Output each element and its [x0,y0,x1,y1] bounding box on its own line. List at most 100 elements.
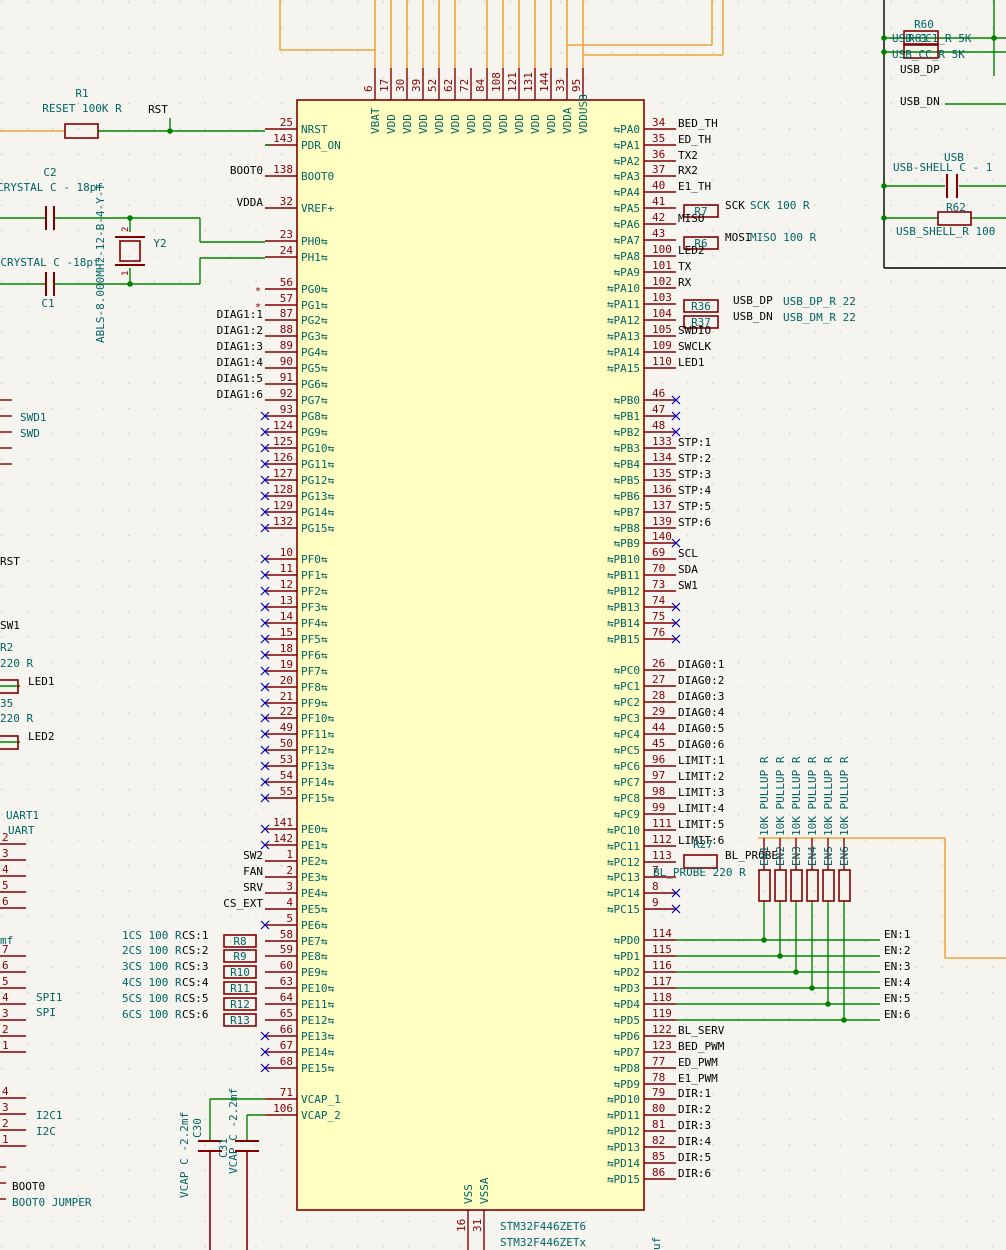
pin-name: ⇆PA9 [614,266,641,279]
connector-pin-number: 7 [2,943,9,956]
no-connect-marker [671,618,681,628]
net-label: DIAG0:2 [678,674,724,687]
cs-ref: R11 [230,982,250,995]
pin-number: 54 [280,769,294,782]
pin-name: VDD [385,114,398,134]
y2-value: ABLS-8.000MHz-12-B-4-Y-T [94,184,107,343]
no-connect-stroke [260,666,270,676]
r1-value: RESET 100K R [42,102,122,115]
pin-number: 6 [362,85,375,92]
pin-name: PG1⇆ [301,299,328,312]
no-connect-marker [260,793,270,803]
pin-marker: * [255,302,261,313]
net-label: DIAG0:5 [678,722,724,735]
pullup-ref: EN1 [758,846,771,866]
pin-number: 5 [286,912,293,925]
pin-number: 30 [394,79,407,92]
c31-value: VCAP C -2.2mf [227,1088,240,1174]
pullup-ref: EN5 [822,846,835,866]
crystal-pin-number: 1 [121,271,131,276]
pin-name: PF15⇆ [301,792,334,805]
left-edge-label: UART1 [6,809,39,822]
net-label: MISO [678,212,705,225]
resistor-spi [683,236,719,250]
left-edge-label: BOOT0 [12,1180,45,1193]
pin-number: 100 [652,243,672,256]
net-label: TX [678,260,692,273]
resistor-r62 [937,211,972,226]
pin-number: 126 [273,451,293,464]
pin-name: PG5⇆ [301,362,328,375]
left-edge-label: SPI [36,1006,56,1019]
pin-number: 48 [652,419,665,432]
pin-number: 89 [280,339,293,352]
cs-value: 3CS 100 R [122,960,182,973]
junction-dot [127,215,133,221]
resistor-pullup [774,869,787,902]
net-label: DIAG1:2 [217,324,263,337]
spi-value: MISO 100 R [750,231,817,244]
pin-name: PE12⇆ [301,1014,334,1027]
pin-number: 47 [652,403,665,416]
y2-ref: Y2 [153,237,166,250]
pin-number: 98 [652,785,665,798]
pin-number: 124 [273,419,293,432]
mcu-symbol[interactable] [296,99,645,1211]
pin-number: 76 [652,626,665,639]
net-label: LED2 [678,244,705,257]
pin-number: 65 [280,1007,293,1020]
resistor-pullup [806,869,819,902]
connector-pin-number: 4 [2,863,9,876]
pin-number: 109 [652,339,672,352]
pin-number: 136 [652,483,672,496]
resistor-pullup [838,869,851,902]
pin-name: ⇆PC7 [614,776,641,789]
pin-number: 127 [273,467,293,480]
pin-name: ⇆PB6 [614,490,641,503]
spi-value: SCK 100 R [750,199,810,212]
no-connect-stroke [260,427,270,437]
pin-name: PF12⇆ [301,744,334,757]
pin-name: ⇆PA10 [607,282,640,295]
usb-cc1-value: USB_CC1_R 5K [892,32,972,45]
no-connect-marker [260,840,270,850]
pin-number: 84 [474,78,487,92]
pin-name: VDD [449,114,462,134]
left-edge-label: SWD1 [20,411,47,424]
pin-name: ⇆PC3 [614,712,641,725]
pin-number: 144 [538,72,551,92]
pin-name: ⇆PC2 [614,696,641,709]
pin-name: ⇆PB3 [614,442,641,455]
pin-number: 66 [280,1023,293,1036]
pullup-ref: EN2 [774,846,787,866]
connector-pin-number: 3 [2,1007,9,1020]
pullup-value: 10K PULLUP R [758,756,771,836]
pin-number: 77 [652,1055,665,1068]
pullup-ref: EN3 [790,846,803,866]
no-connect-stroke [260,761,270,771]
pin-number: 101 [652,259,672,272]
pin-name: VDD [481,114,494,134]
pin-number: 64 [280,991,294,1004]
left-edge-label: mf [0,934,13,947]
pin-name: PE4⇆ [301,887,328,900]
pin-name: PG14⇆ [301,506,334,519]
pin-name: ⇆PD3 [614,982,641,995]
net-label: LED1 [678,356,705,369]
net-label: DIAG0:4 [678,706,725,719]
pin-name: ⇆PA15 [607,362,640,375]
connector-pin-number: 3 [2,847,9,860]
resistor-usb [683,299,719,313]
pin-number: 69 [652,546,665,559]
pin-name: PF11⇆ [301,728,334,741]
no-connect-marker [260,729,270,739]
usb-net: USB_DP [733,294,773,307]
pin-number: 1 [286,848,293,861]
no-connect-stroke [260,745,270,755]
pin-number: 103 [652,291,672,304]
resistor-r1 [64,123,99,139]
pin-name: ⇆PA3 [614,170,641,183]
pin-name: ⇆PB15 [607,633,640,646]
pin-number: 91 [280,371,293,384]
